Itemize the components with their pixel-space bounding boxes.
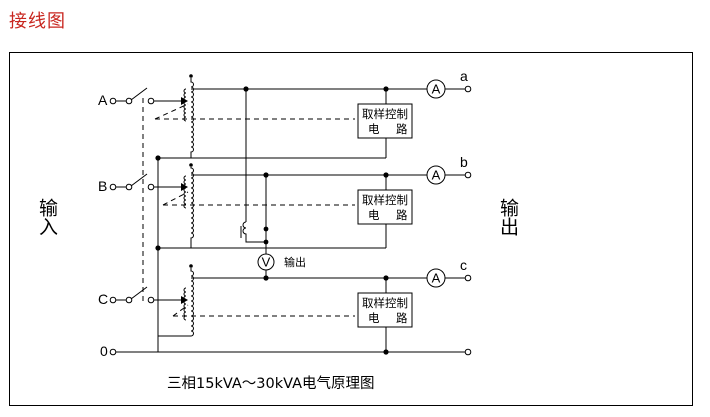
svg-text:电: 电 [368, 208, 380, 222]
svg-text:路: 路 [396, 311, 408, 325]
svg-text:电: 电 [368, 122, 380, 136]
terminal-label-b-out: b [460, 154, 468, 170]
terminal-label-0-in: 0 [100, 343, 108, 359]
terminal-label-c-out: c [460, 257, 467, 273]
svg-text:取样控制: 取样控制 [362, 193, 408, 207]
control-box-a: 取样控制 电 路 [357, 103, 413, 139]
transformer-winding-c [172, 264, 355, 337]
voltmeter-symbol: V [262, 255, 271, 270]
ammeter-a-symbol: A [432, 82, 441, 97]
svg-text:取样控制: 取样控制 [362, 296, 408, 310]
diagram-frame [9, 52, 693, 406]
ammeter-a [426, 79, 446, 99]
svg-text:取样控制: 取样控制 [362, 107, 408, 121]
transformer-winding-a [154, 74, 355, 158]
voltmeter-selector [240, 89, 269, 278]
svg-text:电: 电 [368, 311, 380, 325]
bus-c [191, 274, 472, 293]
diagram-caption: 三相15kVA～30kVA电气原理图 [167, 375, 375, 392]
ammeter-c-symbol: A [432, 271, 441, 286]
ammeter-b [426, 165, 446, 185]
terminal-label-a-in: A [98, 92, 108, 108]
terminal-label-a-out: a [460, 68, 468, 84]
bus-a [191, 85, 472, 104]
ammeter-b-symbol: A [432, 168, 441, 183]
phase-c-input [109, 286, 188, 304]
svg-text:路: 路 [396, 208, 408, 222]
output-label: 输出 [497, 198, 519, 236]
ammeter-c [426, 268, 446, 288]
phase-b-input [109, 173, 188, 191]
svg-text:路: 路 [396, 122, 408, 136]
page-heading: 接线图 [9, 11, 66, 32]
terminal-label-c-in: C [98, 291, 108, 307]
control-box-c: 取样控制 电 路 [357, 292, 413, 328]
phase-a-input [109, 87, 188, 105]
control-box-b: 取样控制 电 路 [357, 189, 413, 225]
voltmeter [257, 253, 275, 271]
terminal-label-b-in: B [98, 178, 107, 194]
transformer-winding-b [162, 163, 355, 248]
input-label: 输入 [36, 198, 58, 236]
voltmeter-label: 输出 [284, 255, 306, 269]
neutral-line [109, 155, 472, 356]
